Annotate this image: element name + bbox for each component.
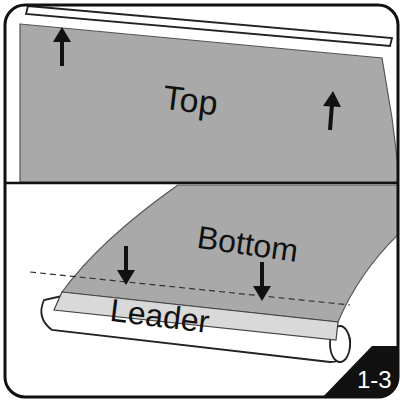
part-label: Top bbox=[161, 80, 220, 120]
step-badge bbox=[318, 346, 398, 397]
frame bbox=[5, 5, 398, 397]
top-sheet bbox=[20, 24, 398, 182]
panel-divider bbox=[5, 182, 398, 185]
leader-strip bbox=[54, 292, 338, 340]
head-rail bbox=[26, 6, 392, 46]
step-number: 1-3 bbox=[357, 368, 392, 392]
up-arrows bbox=[53, 27, 341, 130]
